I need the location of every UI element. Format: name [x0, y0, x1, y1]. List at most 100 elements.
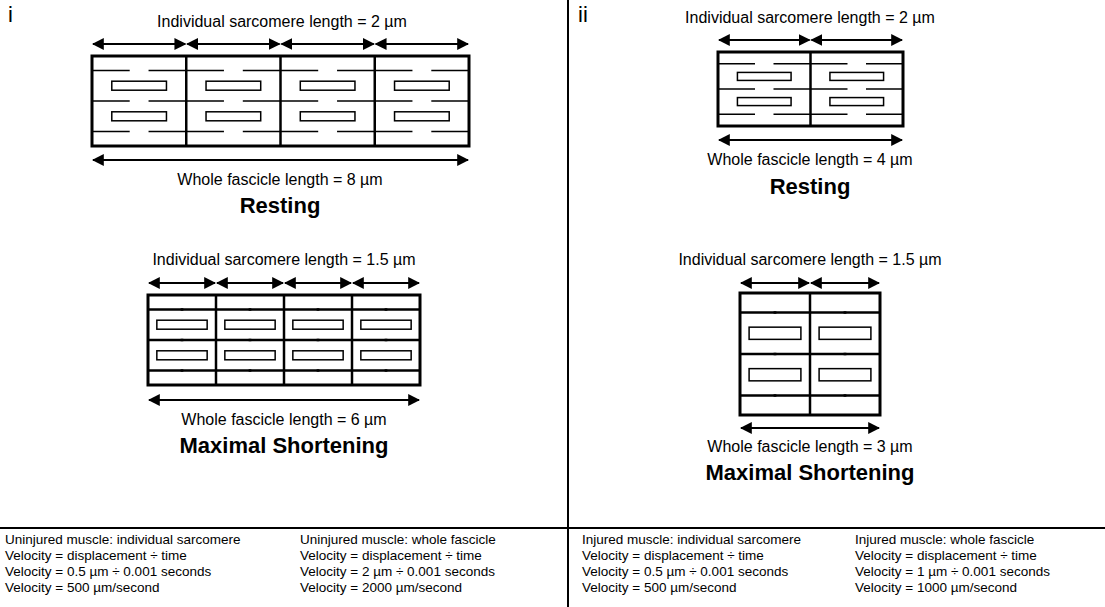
thick-filament [293, 351, 343, 360]
calculation-text: Uninjured muscle: whole fascicle [300, 532, 496, 548]
thin-filament [375, 70, 413, 72]
thick-filament [819, 327, 871, 339]
z-line [185, 56, 188, 146]
thick-filament [225, 351, 275, 360]
thin-filament [866, 63, 903, 65]
panel-label: i [8, 2, 13, 28]
thin-filament [92, 131, 130, 133]
thin-filament [431, 100, 469, 102]
thin-filament [149, 131, 187, 133]
thin-filament [811, 88, 848, 90]
thin-filament [243, 131, 281, 133]
calculation-text: Velocity = displacement ÷ time [582, 548, 764, 564]
thin-filament [281, 70, 319, 72]
thin-filament [774, 353, 810, 356]
thin-filament [385, 308, 420, 311]
thin-filament [249, 369, 284, 372]
thin-filament [774, 63, 811, 65]
thin-filament [844, 394, 880, 397]
thin-filament [337, 131, 375, 133]
thick-filament [737, 72, 791, 80]
state-label: Resting [770, 174, 851, 200]
calculation-text: Velocity = displacement ÷ time [5, 548, 187, 564]
state-label: Maximal Shortening [179, 433, 388, 459]
thick-filament [819, 369, 871, 381]
thin-filament [243, 70, 281, 72]
state-label: Resting [240, 193, 321, 219]
thin-filament [844, 353, 880, 356]
thin-filament [181, 369, 216, 372]
fascicle [740, 293, 880, 415]
thin-filament [810, 353, 846, 356]
thin-filament [337, 70, 375, 72]
thick-filament [830, 72, 884, 80]
thin-filament [249, 339, 284, 342]
thin-filament [92, 100, 130, 102]
dimension-arrow [93, 159, 468, 161]
thick-filament [112, 112, 167, 121]
thin-filament [740, 311, 776, 314]
thick-filament [206, 81, 261, 90]
dimension-arrow [187, 43, 279, 45]
calculation-text: Velocity = 0.5 µm ÷ 0.001 seconds [582, 564, 788, 580]
thin-filament [317, 339, 352, 342]
thin-filament [774, 113, 811, 115]
thick-filament [395, 112, 450, 121]
thin-filament [740, 394, 776, 397]
thin-filament [216, 308, 251, 311]
thin-filament [186, 70, 224, 72]
dimension-arrow [719, 39, 810, 41]
z-line [374, 56, 377, 146]
fascicle-outline [148, 295, 420, 385]
calculation-text: Velocity = displacement ÷ time [300, 548, 482, 564]
calculation-text: Uninjured muscle: individual sarcomere [5, 532, 241, 548]
dimension-arrow [376, 43, 468, 45]
thin-filament [774, 88, 811, 90]
dimension-arrow [811, 282, 879, 284]
dimension-arrow [149, 399, 419, 401]
calculation-text: Velocity = 500 µm/second [5, 580, 160, 596]
dimension-label: Individual sarcomere length = 2 µm [685, 8, 935, 27]
fascicle-outline [740, 293, 880, 415]
z-line [809, 293, 812, 415]
thin-filament [375, 131, 413, 133]
thin-filament [148, 308, 183, 311]
thin-filament [337, 100, 375, 102]
thin-filament [181, 339, 216, 342]
dimension-arrow [719, 139, 902, 141]
dimension-label: Whole fascicle length = 6 µm [181, 410, 386, 429]
thin-filament [216, 369, 251, 372]
thin-filament [431, 131, 469, 133]
dimension-arrow [149, 282, 215, 284]
dimension-label: Individual sarcomere length = 1.5 µm [152, 250, 415, 269]
thin-filament [149, 70, 187, 72]
dimension-label: Individual sarcomere length = 2 µm [157, 12, 407, 31]
thick-filament [737, 98, 791, 106]
thin-filament [718, 88, 755, 90]
thin-filament [317, 369, 352, 372]
thin-filament [352, 308, 387, 311]
dimension-arrow [282, 43, 374, 45]
dimension-arrow [741, 282, 809, 284]
thin-filament [317, 308, 352, 311]
calculation-text: Injured muscle: individual sarcomere [582, 532, 801, 548]
dimension-label: Whole fascicle length = 4 µm [707, 150, 912, 169]
thin-filament [431, 70, 469, 72]
fascicle [718, 52, 903, 126]
thin-filament [249, 308, 284, 311]
thin-filament [284, 339, 319, 342]
dimension-label: Individual sarcomere length = 1.5 µm [678, 250, 941, 269]
fascicle-outline [718, 52, 903, 126]
thin-filament [186, 131, 224, 133]
thin-filament [774, 311, 810, 314]
thin-filament [811, 63, 848, 65]
z-line [351, 295, 354, 385]
thin-filament [385, 339, 420, 342]
thin-filament [866, 113, 903, 115]
thin-filament [281, 100, 319, 102]
dimension-arrow [285, 282, 351, 284]
thin-filament [284, 369, 319, 372]
thick-filament [300, 81, 355, 90]
fascicle [148, 295, 420, 385]
thin-filament [186, 100, 224, 102]
